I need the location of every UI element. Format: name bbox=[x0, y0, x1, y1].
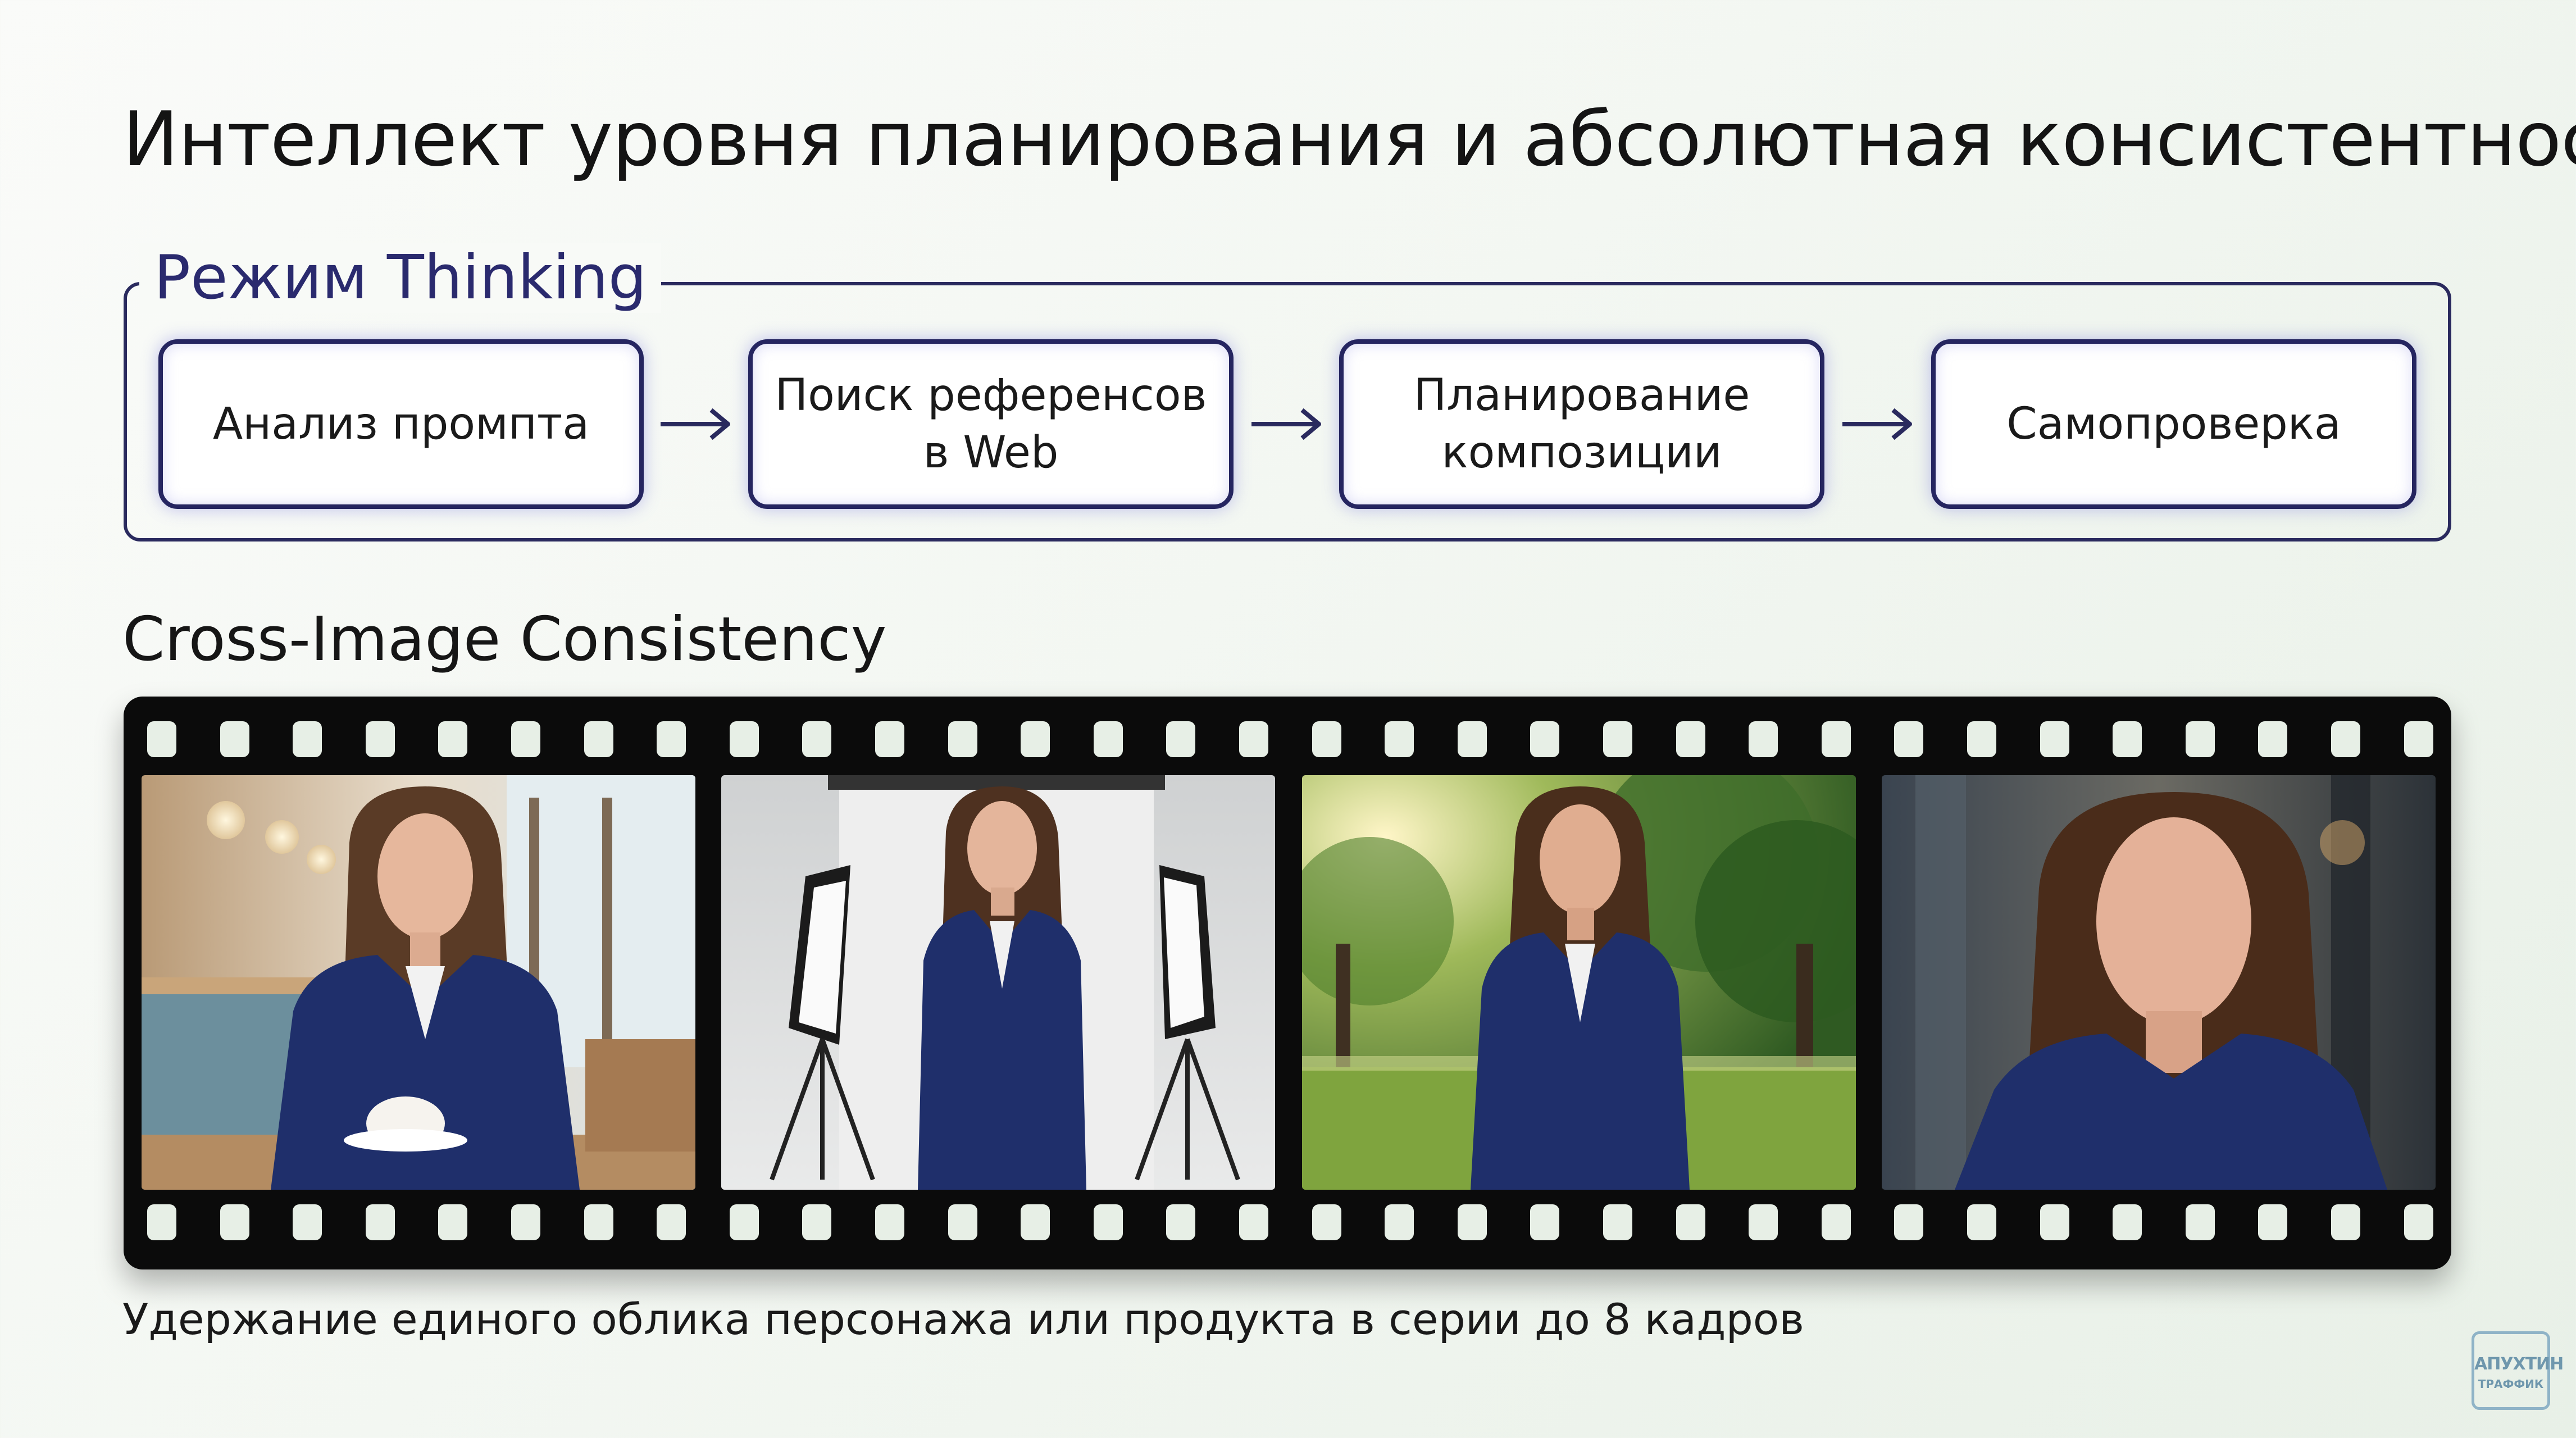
sprocket-hole bbox=[1385, 721, 1414, 757]
sprocket-hole bbox=[1166, 721, 1196, 757]
sprocket-hole bbox=[2331, 721, 2360, 757]
sprocket-hole bbox=[2258, 721, 2288, 757]
sprocket-hole bbox=[2185, 721, 2215, 757]
sprocket-hole bbox=[729, 1204, 759, 1240]
main-title: Интеллект уровня планирования и абсолютн… bbox=[122, 95, 2576, 183]
caption: Удержание единого облика персонажа или п… bbox=[122, 1294, 1805, 1344]
sprocket-hole bbox=[1021, 721, 1050, 757]
sprocket-hole bbox=[2331, 1204, 2360, 1240]
sprocket-hole bbox=[1894, 1204, 1924, 1240]
consistency-label: Cross-Image Consistency bbox=[122, 604, 887, 675]
filmstrip bbox=[124, 697, 2451, 1269]
sprocket-hole bbox=[1239, 721, 1268, 757]
arrow-icon bbox=[661, 408, 730, 440]
sprocket-hole bbox=[657, 721, 686, 757]
frame-studio-photo bbox=[721, 775, 1275, 1190]
logo: АПУХТИН ТРАФФИК bbox=[2472, 1331, 2564, 1410]
logo-line1: АПУХТИН bbox=[2474, 1354, 2564, 1374]
sprocket-hole bbox=[948, 721, 977, 757]
sprocket-hole bbox=[1603, 1204, 1632, 1240]
sprocket-hole bbox=[1821, 1204, 1851, 1240]
sprocket-hole bbox=[220, 1204, 249, 1240]
logo-line2: ТРАФФИК bbox=[2478, 1377, 2544, 1391]
sprocket-hole bbox=[1312, 721, 1341, 757]
sprocket-hole bbox=[365, 1204, 395, 1240]
sprocket-hole bbox=[1530, 721, 1560, 757]
step-web-search: Поиск референсов в Web bbox=[748, 339, 1234, 509]
sprocket-hole bbox=[1894, 721, 1924, 757]
sprocket-hole bbox=[2113, 721, 2142, 757]
sprocket-hole bbox=[1239, 1204, 1268, 1240]
sprocket-hole bbox=[1312, 1204, 1341, 1240]
sprocket-hole bbox=[875, 1204, 904, 1240]
sprocket-hole bbox=[2404, 1204, 2433, 1240]
sprocket-hole bbox=[1457, 721, 1487, 757]
sprocket-hole bbox=[802, 721, 832, 757]
sprocket-hole bbox=[2040, 1204, 2069, 1240]
frame-park-photo bbox=[1302, 775, 1856, 1190]
sprocket-hole bbox=[1603, 721, 1632, 757]
sprocket-hole bbox=[1385, 1204, 1414, 1240]
step-prompt-analysis: Анализ промпта bbox=[158, 339, 644, 509]
sprocket-hole bbox=[657, 1204, 686, 1240]
sprocket-hole bbox=[511, 1204, 540, 1240]
sprocket-hole bbox=[1676, 1204, 1705, 1240]
sprocket-row-bottom bbox=[124, 1204, 2451, 1247]
sprocket-hole bbox=[1676, 721, 1705, 757]
sprocket-hole bbox=[365, 721, 395, 757]
sprocket-hole bbox=[948, 1204, 977, 1240]
sprocket-row-top bbox=[124, 721, 2451, 764]
sprocket-hole bbox=[875, 721, 904, 757]
sprocket-hole bbox=[293, 1204, 322, 1240]
sprocket-hole bbox=[147, 721, 176, 757]
arrow-icon bbox=[1842, 408, 1912, 440]
thinking-frame bbox=[124, 282, 2451, 541]
frame-cafe-photo bbox=[142, 775, 695, 1190]
frame-portrait-photo bbox=[1882, 775, 2436, 1190]
sprocket-hole bbox=[2404, 721, 2433, 757]
sprocket-hole bbox=[2113, 1204, 2142, 1240]
sprocket-hole bbox=[1021, 1204, 1050, 1240]
sprocket-hole bbox=[2040, 721, 2069, 757]
step-self-check: Самопроверка bbox=[1931, 339, 2416, 509]
sprocket-hole bbox=[1530, 1204, 1560, 1240]
sprocket-hole bbox=[584, 1204, 613, 1240]
sprocket-hole bbox=[293, 721, 322, 757]
sprocket-hole bbox=[1967, 1204, 1996, 1240]
sprocket-hole bbox=[438, 1204, 468, 1240]
sprocket-hole bbox=[1821, 721, 1851, 757]
sprocket-hole bbox=[1749, 1204, 1778, 1240]
sprocket-hole bbox=[584, 721, 613, 757]
sprocket-hole bbox=[1093, 721, 1123, 757]
sprocket-hole bbox=[147, 1204, 176, 1240]
thinking-label: Режим Thinking bbox=[139, 243, 662, 313]
sprocket-hole bbox=[438, 721, 468, 757]
sprocket-hole bbox=[511, 721, 540, 757]
sprocket-hole bbox=[1967, 721, 1996, 757]
sprocket-hole bbox=[802, 1204, 832, 1240]
sprocket-hole bbox=[220, 721, 249, 757]
sprocket-hole bbox=[1093, 1204, 1123, 1240]
step-composition-planning: Планирование композиции bbox=[1339, 339, 1824, 509]
sprocket-hole bbox=[2258, 1204, 2288, 1240]
sprocket-hole bbox=[1749, 721, 1778, 757]
arrow-icon bbox=[1251, 408, 1321, 440]
sprocket-hole bbox=[1166, 1204, 1196, 1240]
sprocket-hole bbox=[729, 721, 759, 757]
sprocket-hole bbox=[1457, 1204, 1487, 1240]
sprocket-hole bbox=[2185, 1204, 2215, 1240]
